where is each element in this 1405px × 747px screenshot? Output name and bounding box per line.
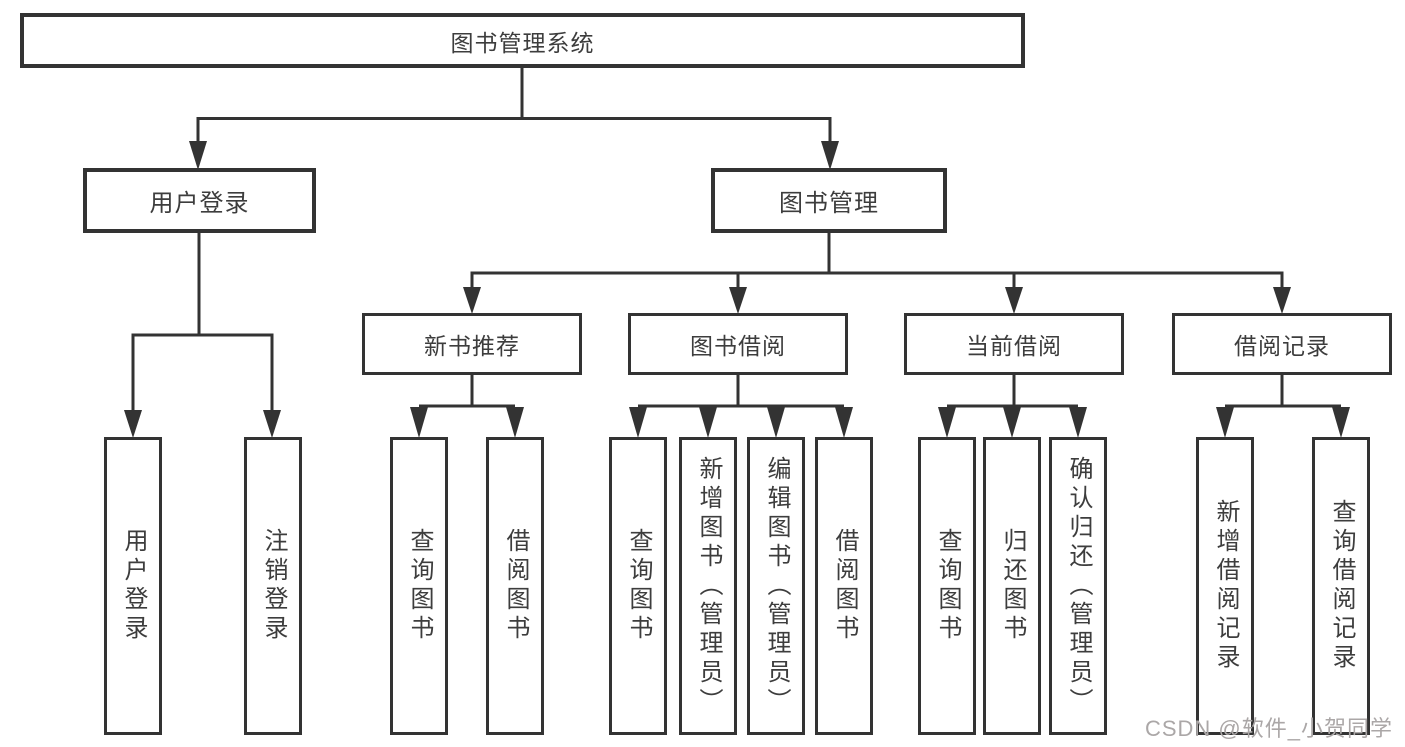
leaf-query-books-recommend: 查询图书 — [390, 437, 448, 735]
leaf-query-books-current: 查询图书 — [918, 437, 976, 735]
node-new-book-recommend: 新书推荐 — [362, 313, 582, 375]
node-book-borrowing: 图书借阅 — [628, 313, 848, 375]
leaf-borrow-books: 借阅图书 — [815, 437, 873, 735]
leaf-add-books-admin: 新增图书（管理员） — [679, 437, 737, 735]
leaf-return-books: 归还图书 — [983, 437, 1041, 735]
csdn-watermark: CSDN @软件_小贺同学 — [1144, 716, 1393, 741]
leaf-query-books-borrowing: 查询图书 — [609, 437, 667, 735]
leaf-logout: 注销登录 — [244, 437, 302, 735]
node-library-management-system: 图书管理系统 — [20, 13, 1025, 68]
leaf-query-borrow-record: 查询借阅记录 — [1312, 437, 1370, 735]
leaf-borrow-books-recommend: 借阅图书 — [486, 437, 544, 735]
leaf-edit-books-admin: 编辑图书（管理员） — [747, 437, 805, 735]
node-user-login: 用户登录 — [83, 168, 316, 233]
leaf-user-login: 用户登录 — [104, 437, 162, 735]
leaf-confirm-return-admin: 确认归还（管理员） — [1049, 437, 1107, 735]
leaf-add-borrow-record: 新增借阅记录 — [1196, 437, 1254, 735]
node-book-management: 图书管理 — [711, 168, 947, 233]
node-current-borrowing: 当前借阅 — [904, 313, 1124, 375]
node-borrowing-records: 借阅记录 — [1172, 313, 1392, 375]
